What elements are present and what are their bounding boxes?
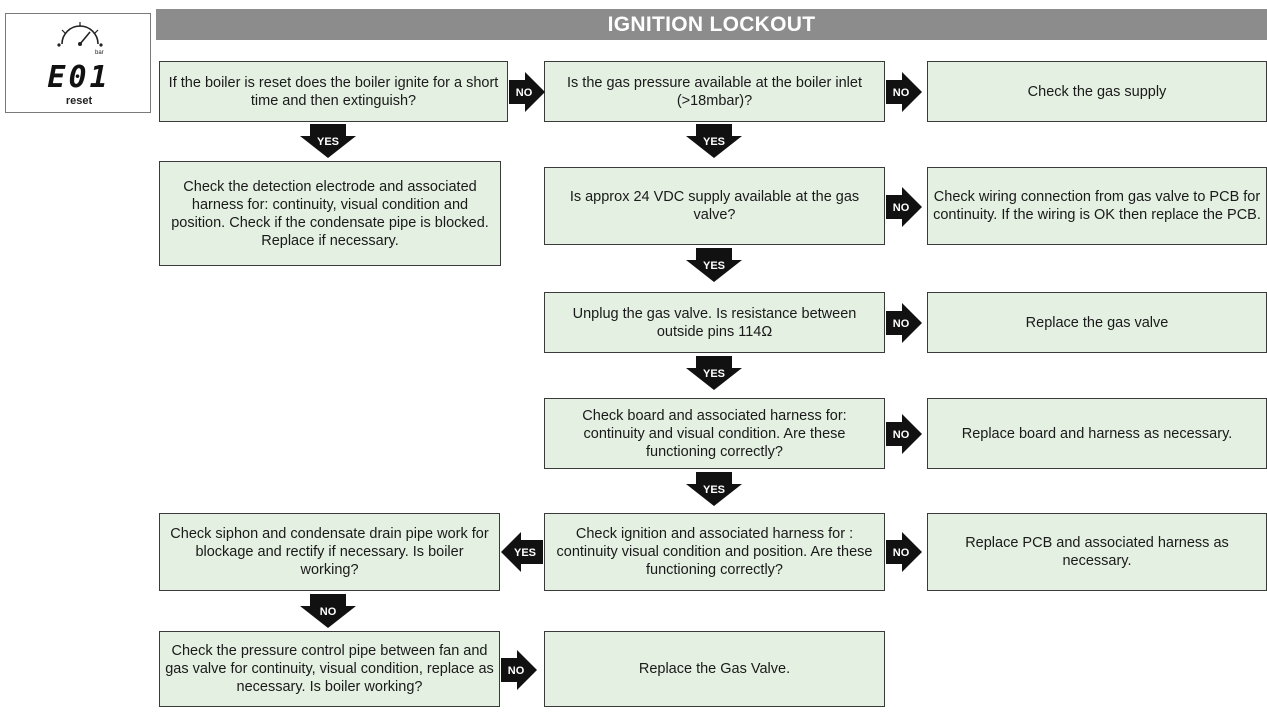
reset-label: reset bbox=[65, 95, 93, 107]
box-text: Check siphon and condensate drain pipe w… bbox=[170, 526, 489, 578]
action-check-wiring: Check wiring connection from gas valve t… bbox=[927, 167, 1267, 245]
no-arrow: NO bbox=[300, 594, 356, 628]
yes-label: YES bbox=[514, 547, 536, 559]
box-text: If the boiler is reset does the boiler i… bbox=[168, 74, 499, 109]
no-label: NO bbox=[508, 665, 525, 677]
box-text: Check the detection electrode and associ… bbox=[171, 178, 489, 249]
yes-label: YES bbox=[703, 136, 725, 148]
action-replace-gas-valve: Replace the gas valve bbox=[927, 292, 1267, 353]
question-siphon: Check siphon and condensate drain pipe w… bbox=[159, 513, 500, 591]
yes-arrow: YES bbox=[686, 248, 742, 282]
yes-label: YES bbox=[703, 368, 725, 380]
yes-arrow: YES bbox=[300, 124, 356, 158]
box-text: Check board and associated harness for: … bbox=[582, 407, 847, 460]
box-text: Replace the Gas Valve. bbox=[638, 661, 791, 677]
yes-arrow: YES bbox=[686, 356, 742, 390]
no-label: NO bbox=[893, 318, 910, 330]
yes-label: YES bbox=[703, 484, 725, 496]
no-arrow: NO bbox=[509, 72, 545, 112]
box-text: Check the pressure control pipe between … bbox=[165, 643, 494, 695]
question-gas-valve-resistance: Unplug the gas valve. Is resistance betw… bbox=[544, 292, 885, 353]
question-pressure-pipe: Check the pressure control pipe between … bbox=[159, 631, 500, 707]
no-label: NO bbox=[893, 87, 910, 99]
yes-arrow: YES bbox=[501, 532, 543, 572]
box-text: Check ignition and associated harness fo… bbox=[556, 526, 873, 578]
error-code-display: bar E01 reset bbox=[5, 13, 151, 113]
no-arrow: NO bbox=[501, 650, 537, 690]
svg-text:bar: bar bbox=[95, 50, 104, 56]
box-text: Replace the gas valve bbox=[1025, 314, 1169, 331]
no-arrow: NO bbox=[886, 414, 922, 454]
question-24vdc: Is approx 24 VDC supply available at the… bbox=[544, 167, 885, 245]
no-arrow: NO bbox=[886, 303, 922, 343]
no-label: NO bbox=[320, 606, 337, 618]
action-replace-gas-valve-final: Replace the Gas Valve. bbox=[544, 631, 885, 707]
action-check-gas-supply: Check the gas supply bbox=[927, 61, 1267, 122]
page-title: IGNITION LOCKOUT bbox=[156, 9, 1267, 40]
question-ignition-harness: Check ignition and associated harness fo… bbox=[544, 513, 885, 591]
no-label: NO bbox=[893, 429, 910, 441]
no-arrow: NO bbox=[886, 532, 922, 572]
yes-label: YES bbox=[703, 260, 725, 272]
no-label: NO bbox=[516, 87, 533, 99]
box-text: Replace board and harness as necessary. bbox=[961, 425, 1233, 442]
no-arrow: NO bbox=[886, 187, 922, 227]
box-text: Check the gas supply bbox=[1027, 83, 1167, 100]
pressure-gauge-icon: bar bbox=[57, 22, 104, 56]
box-text: Is approx 24 VDC supply available at the… bbox=[569, 189, 860, 223]
no-label: NO bbox=[893, 547, 910, 559]
box-text: Is the gas pressure available at the boi… bbox=[566, 74, 862, 109]
action-replace-board: Replace board and harness as necessary. bbox=[927, 398, 1267, 469]
box-text: Check wiring connection from gas valve t… bbox=[933, 189, 1261, 223]
question-gas-pressure: Is the gas pressure available at the boi… bbox=[544, 61, 885, 122]
action-check-electrode: Check the detection electrode and associ… bbox=[159, 161, 501, 266]
no-arrow: NO bbox=[886, 72, 922, 112]
yes-label: YES bbox=[317, 136, 339, 148]
yes-arrow: YES bbox=[686, 124, 742, 158]
yes-arrow: YES bbox=[686, 472, 742, 506]
question-reset-ignite: If the boiler is reset does the boiler i… bbox=[159, 61, 508, 122]
error-code: E01 bbox=[47, 60, 111, 95]
no-label: NO bbox=[893, 202, 910, 214]
action-replace-pcb: Replace PCB and associated harness as ne… bbox=[927, 513, 1267, 591]
box-text: Unplug the gas valve. Is resistance betw… bbox=[572, 305, 857, 340]
box-text: Replace PCB and associated harness as ne… bbox=[965, 535, 1229, 569]
question-board-harness: Check board and associated harness for: … bbox=[544, 398, 885, 469]
